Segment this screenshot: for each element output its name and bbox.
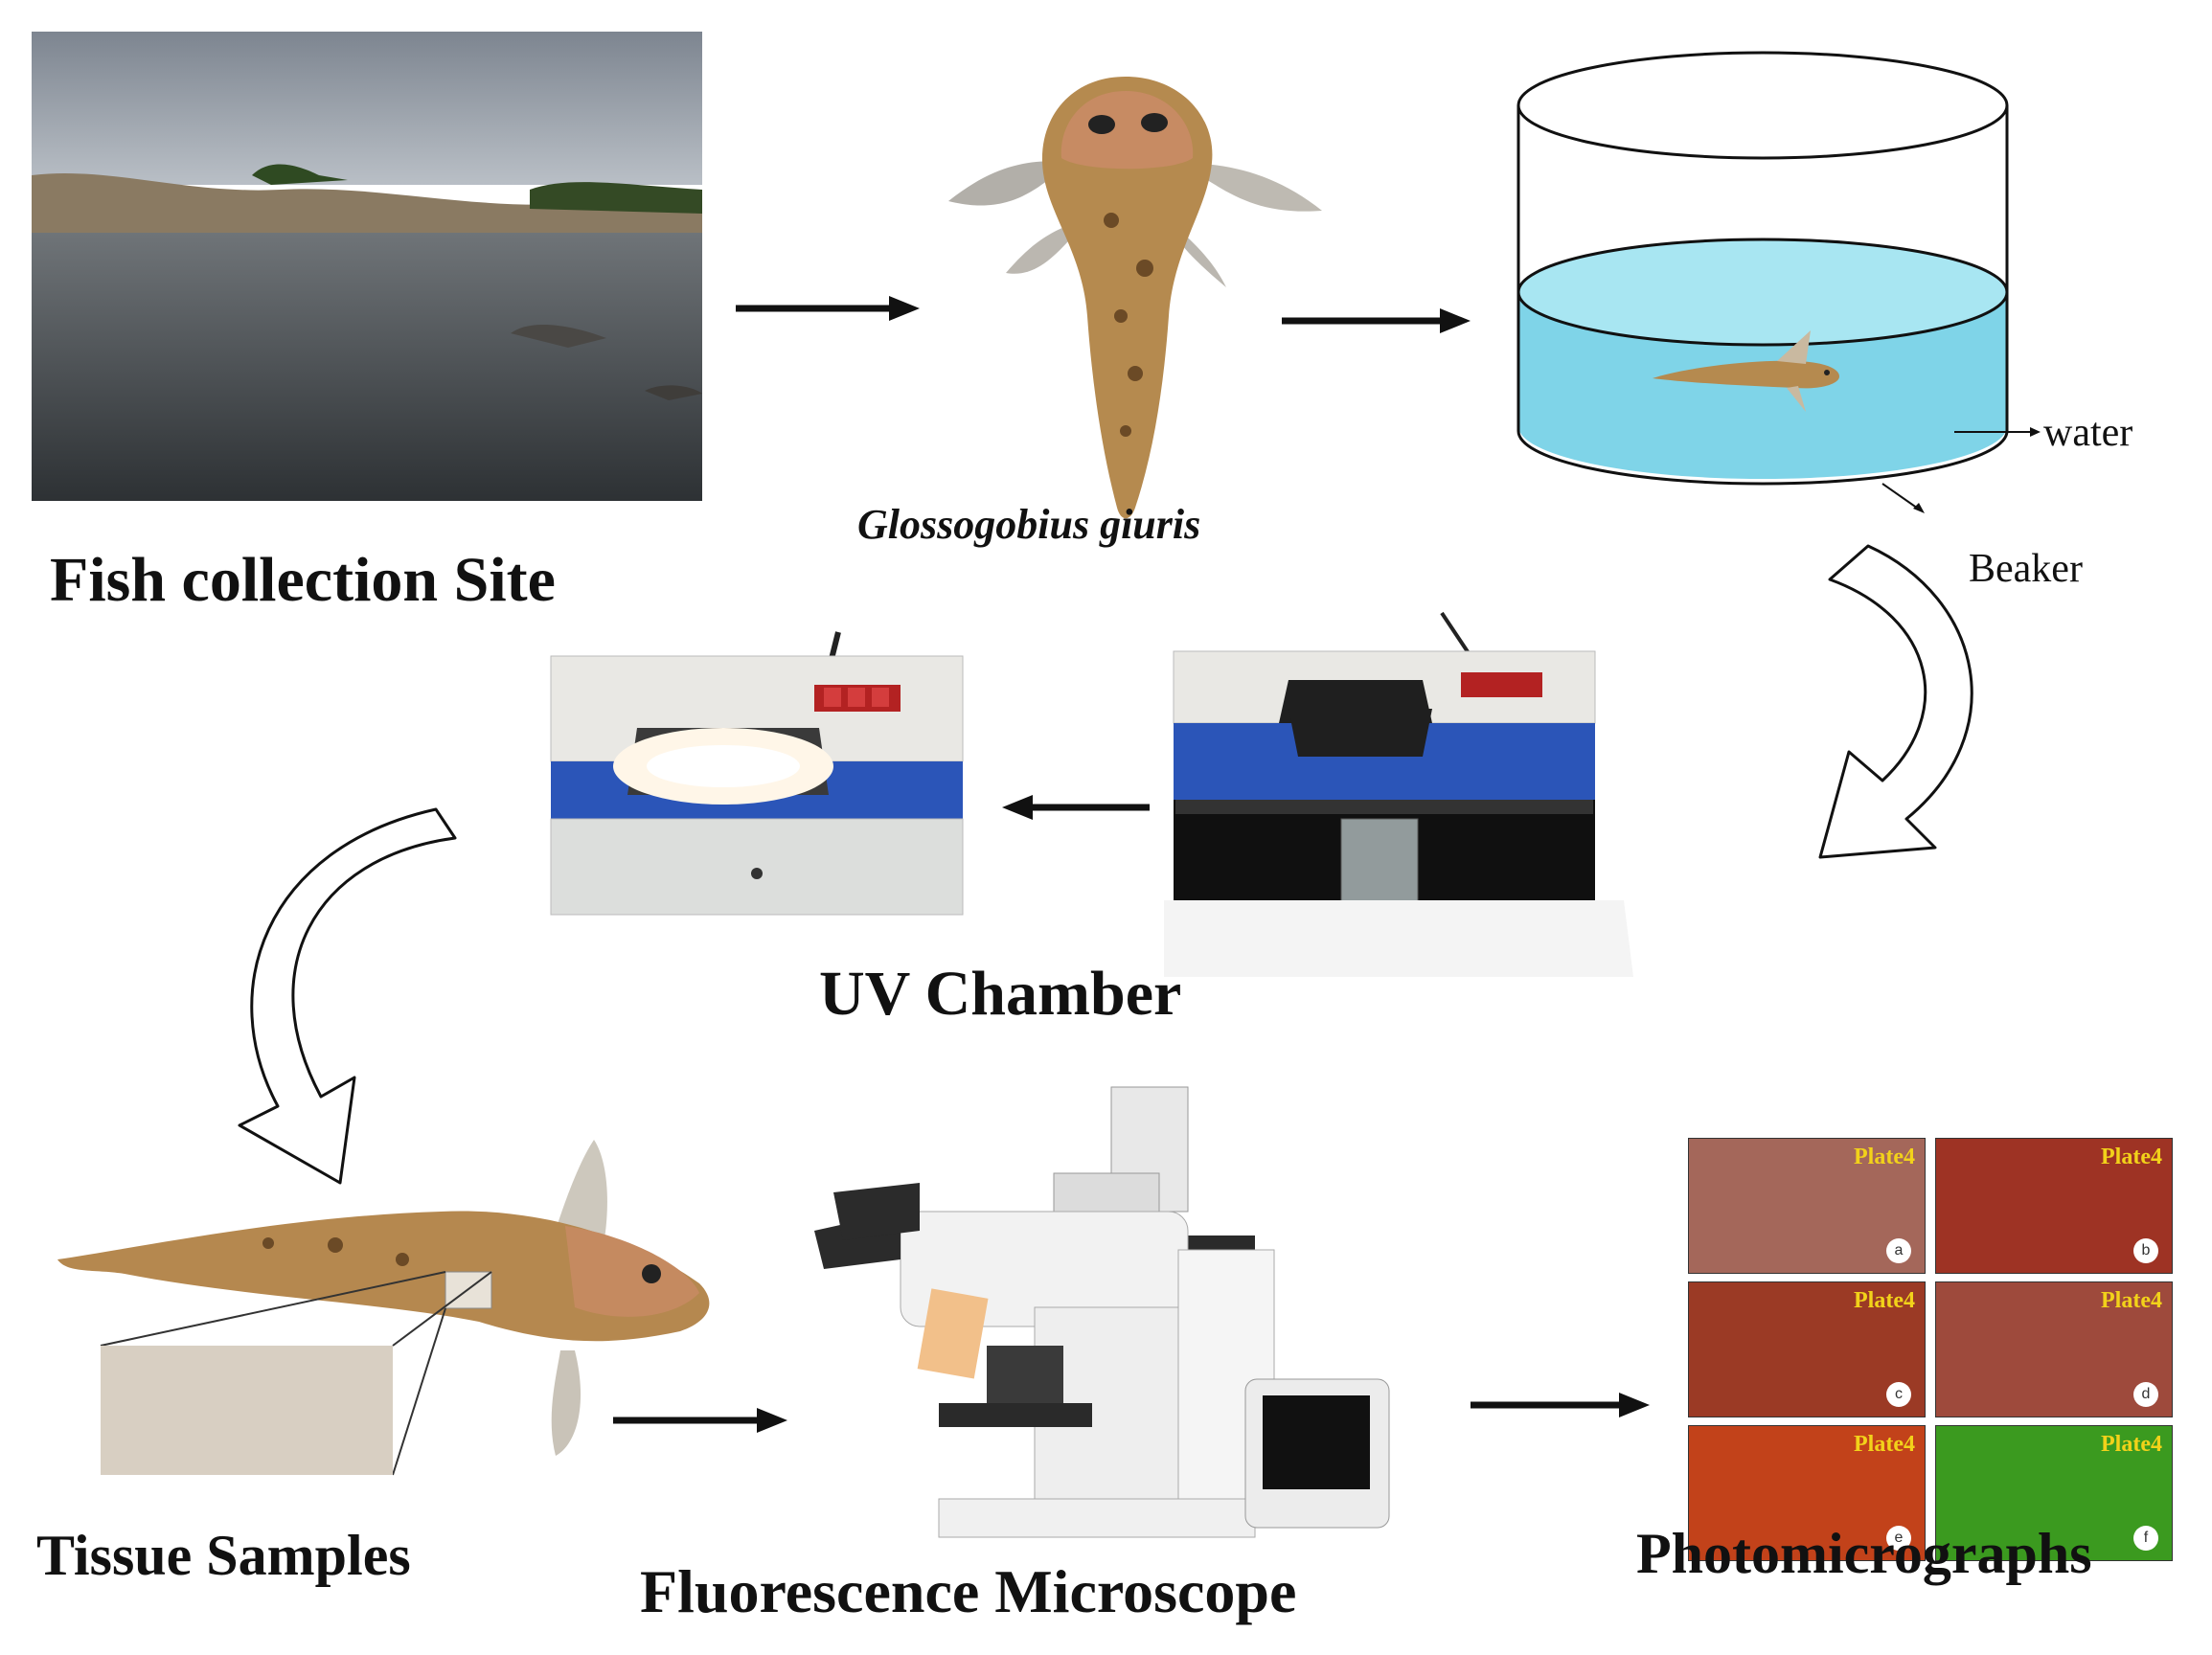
uv-chamber-beaker-image (1164, 611, 1633, 977)
plate-a-tag: Plate4 (1854, 1145, 1915, 1169)
collection-site-label: Fish collection Site (50, 545, 556, 615)
plate-c-tag: Plate4 (1854, 1288, 1915, 1313)
plate-b-mark: b (2133, 1238, 2158, 1263)
uv-chamber-label: UV Chamber (819, 959, 1182, 1029)
beaker-diagram (1516, 51, 2041, 513)
uv-chamber-lit-image (550, 631, 964, 916)
curved-arrow-left (238, 807, 457, 1185)
water-label: water (2043, 411, 2133, 455)
arrow-right-1 (736, 296, 920, 321)
arrow-left-uv (1002, 795, 1150, 820)
fish-specimen-image (948, 77, 1322, 519)
tissue-fish-image (57, 1140, 710, 1476)
plate-b: Plate4 b (1935, 1138, 2173, 1274)
arrow-right-4 (1471, 1393, 1650, 1417)
microscope-label: Fluorescence Microscope (640, 1557, 1297, 1625)
plate-f: Plate4 f (1935, 1425, 2173, 1561)
photomicrographs-label: Photomicrographs (1636, 1522, 2092, 1585)
arrow-right-3 (613, 1408, 787, 1433)
plate-c-mark: c (1886, 1382, 1911, 1407)
plate-d-mark: d (2133, 1382, 2158, 1407)
photomicrograph-grid: Plate4 a Plate4 b Plate4 c Plate4 d Plat… (1688, 1138, 2173, 1575)
plate-c: Plate4 c (1688, 1281, 1926, 1417)
plate-f-tag: Plate4 (2101, 1432, 2162, 1457)
plate-b-tag: Plate4 (2101, 1145, 2162, 1169)
fluorescence-microscope-image (814, 1086, 1390, 1538)
plate-f-mark: f (2133, 1526, 2158, 1551)
plate-e-tag: Plate4 (1854, 1432, 1915, 1457)
plate-d-tag: Plate4 (2101, 1288, 2162, 1313)
tissue-samples-label: Tissue Samples (36, 1524, 411, 1587)
curved-arrow-right (1818, 544, 1973, 859)
plate-a: Plate4 a (1688, 1138, 1926, 1274)
arrow-right-2 (1282, 308, 1471, 333)
species-label: Glossogobius giuris (857, 501, 1201, 548)
collection-site-photo (32, 32, 702, 501)
plate-e-mark: e (1886, 1526, 1911, 1551)
plate-a-mark: a (1886, 1238, 1911, 1263)
beaker-label: Beaker (1969, 547, 2083, 591)
plate-d: Plate4 d (1935, 1281, 2173, 1417)
plate-e: Plate4 e (1688, 1425, 1926, 1561)
